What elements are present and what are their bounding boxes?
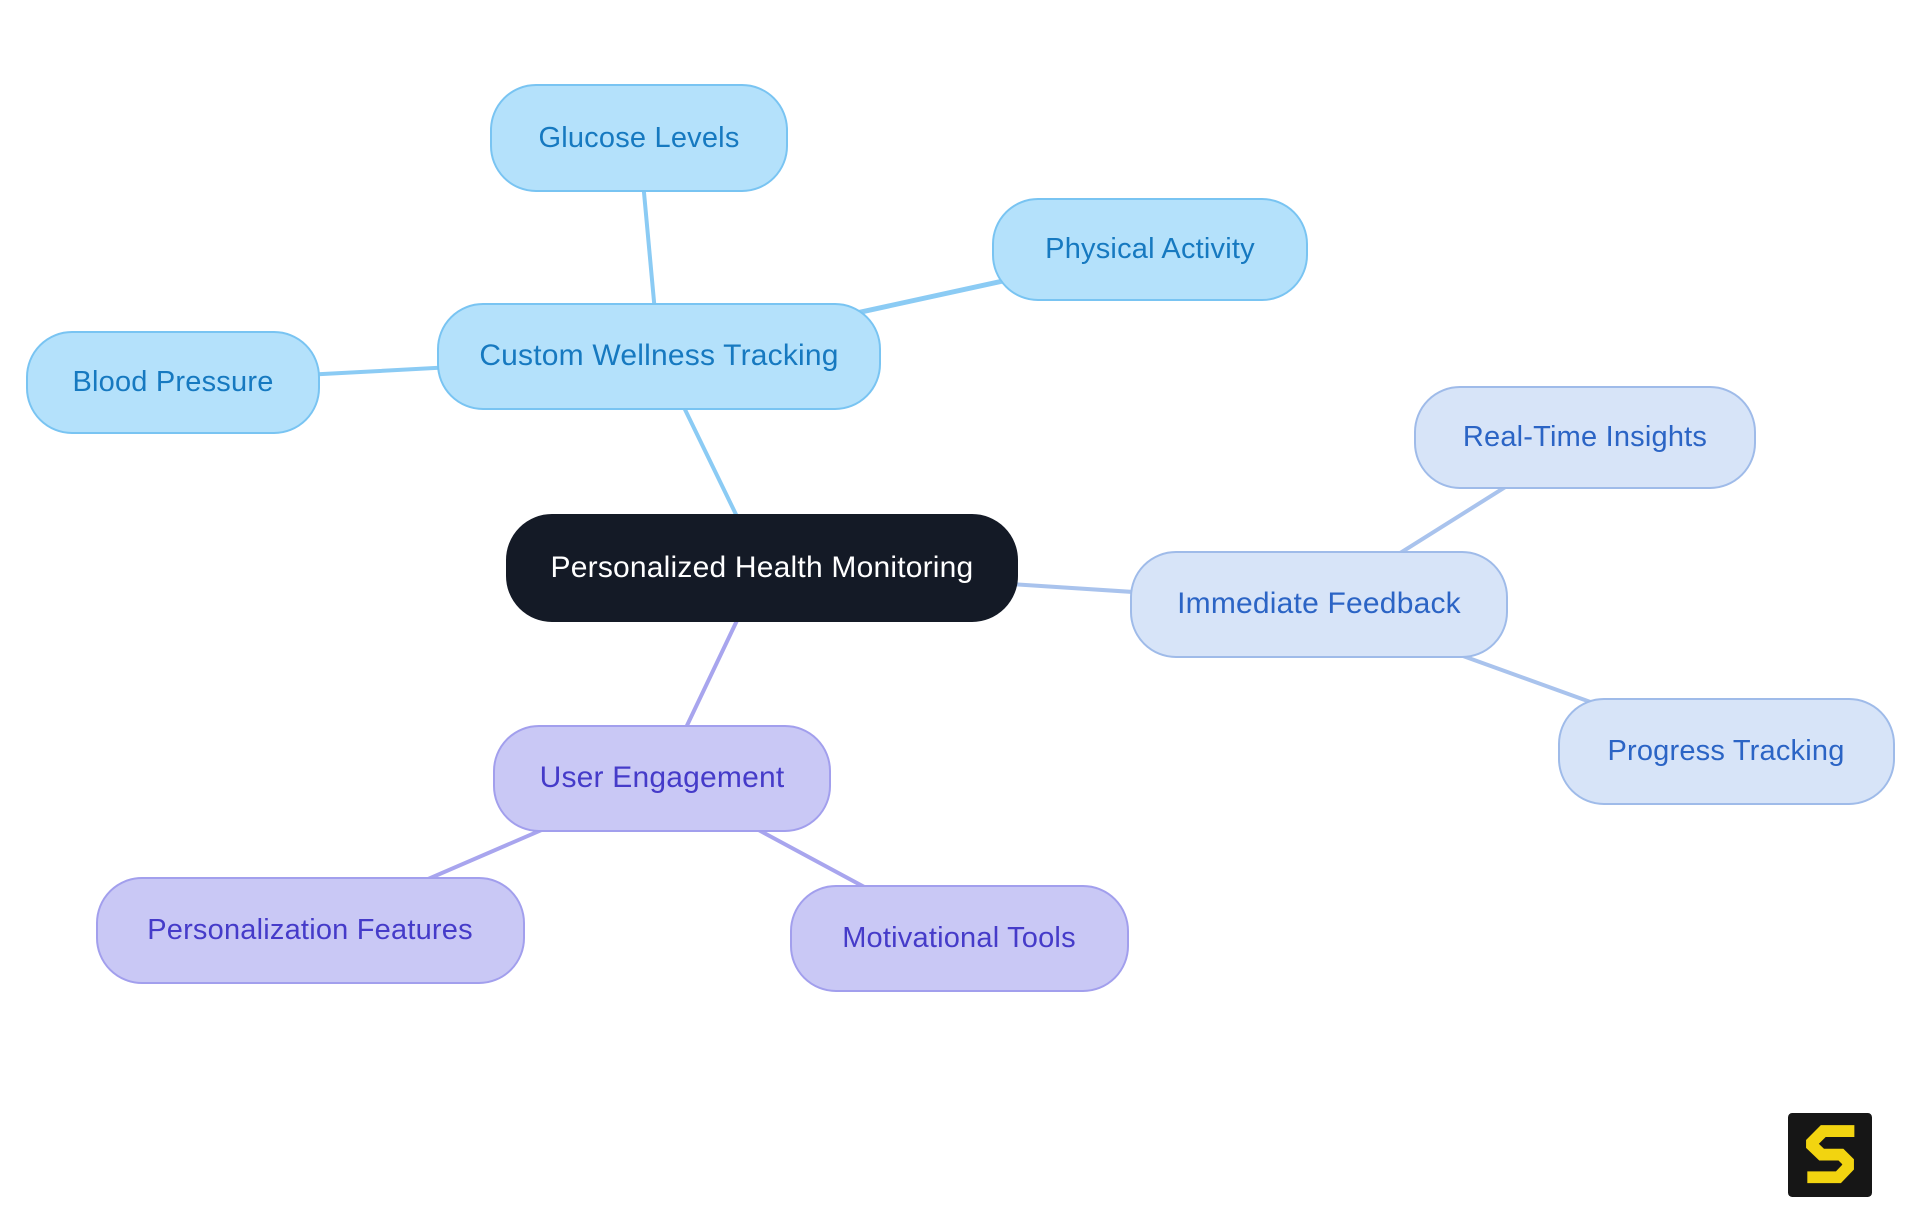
node-progress-tracking[interactable]: Progress Tracking (1557, 697, 1895, 805)
logo-s-icon (1788, 1113, 1872, 1197)
node-personalized-health-monitoring[interactable]: Personalized Health Monitoring (506, 514, 1018, 622)
node-personalization-features[interactable]: Personalization Features (95, 876, 525, 984)
node-real-time-insights[interactable]: Real-Time Insights (1414, 385, 1756, 489)
logo-s-glyph (1806, 1125, 1855, 1184)
node-user-engagement[interactable]: User Engagement (493, 724, 831, 832)
node-custom-wellness-tracking[interactable]: Custom Wellness Tracking (437, 302, 881, 410)
node-blood-pressure[interactable]: Blood Pressure (26, 330, 320, 434)
node-physical-activity[interactable]: Physical Activity (992, 197, 1308, 301)
node-motivational-tools[interactable]: Motivational Tools (789, 884, 1129, 992)
node-glucose-levels[interactable]: Glucose Levels (490, 84, 788, 192)
node-immediate-feedback[interactable]: Immediate Feedback (1130, 550, 1508, 658)
brand-logo (1788, 1113, 1872, 1197)
